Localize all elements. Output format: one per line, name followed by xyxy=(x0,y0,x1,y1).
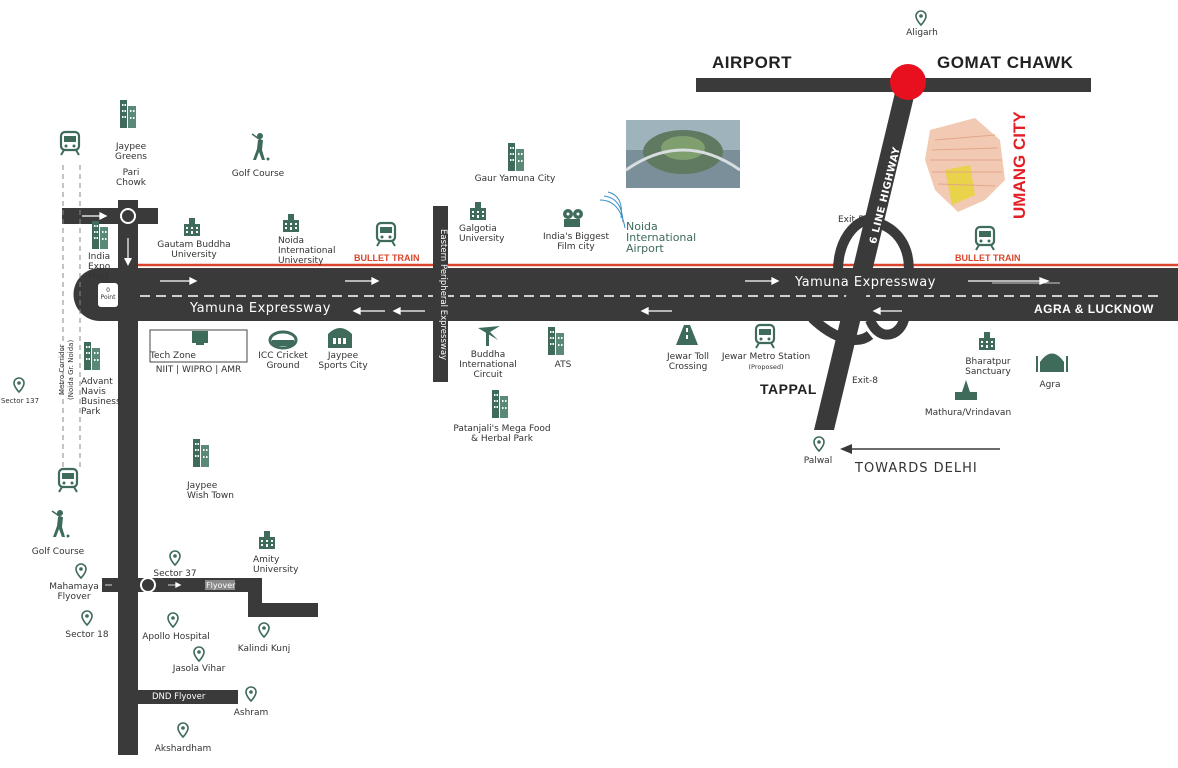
jewar-toll-label: Jewar Toll Crossing xyxy=(666,352,710,372)
airport-photo xyxy=(625,120,741,188)
monument-icon xyxy=(1036,353,1068,372)
gautam-buddha-label: Gautam Buddha University xyxy=(157,240,231,260)
exit5-label: Exit-5 xyxy=(837,215,864,225)
university-icon xyxy=(259,531,275,549)
airport-label: AIRPORT xyxy=(712,53,792,72)
pin-icon xyxy=(245,686,257,702)
train-icon xyxy=(375,221,397,248)
project-name: UMANG CITY xyxy=(1010,111,1029,219)
noida-airport-label: Noida International Airport xyxy=(626,220,697,255)
sector37-label: Sector 37 xyxy=(153,569,197,579)
advant-label: Advant Navis Business Park xyxy=(81,377,121,417)
exit8-label: Exit-8 xyxy=(851,376,878,386)
jewar-metro-label: Jewar Metro Station xyxy=(721,352,811,362)
university-icon xyxy=(470,202,486,220)
tappal-label: TAPPAL xyxy=(760,381,817,397)
eastern-peripheral-label: Eastern Peripheral Expressway xyxy=(438,229,448,361)
building-icon xyxy=(193,439,209,467)
pin-icon xyxy=(13,377,25,393)
train-icon xyxy=(57,467,79,494)
agra-lucknow-label: AGRA & LUCKNOW xyxy=(1034,302,1154,316)
patanjali-label: Patanjali's Mega Food & Herbal Park xyxy=(453,424,551,444)
buddha-circuit-label: Buddha International Circuit xyxy=(459,350,517,380)
pin-icon xyxy=(169,550,181,566)
ats-label: ATS xyxy=(554,360,572,370)
train-icon xyxy=(974,225,996,252)
jewar-metro-sub-label: (Proposed) xyxy=(748,363,784,371)
sector18-label: Sector 18 xyxy=(65,630,109,640)
gomat-chawk-label: GOMAT CHAWK xyxy=(937,53,1074,72)
bullet-train-label-left: BULLET TRAIN xyxy=(354,253,420,263)
train-icon xyxy=(59,130,81,157)
icc-label: ICC Cricket Ground xyxy=(258,351,308,371)
towards-delhi-label: TOWARDS DELHI xyxy=(855,461,978,476)
gaur-yamuna-label: Gaur Yamuna City xyxy=(474,174,556,184)
monument-icon xyxy=(955,380,977,400)
jaypee-greens-label: Jaypee Greens xyxy=(115,142,147,162)
akshardham-label: Akshardham xyxy=(154,744,212,754)
university-icon xyxy=(283,214,299,232)
tech-zone-label: Tech Zone xyxy=(150,351,196,361)
palwal-label: Palwal xyxy=(803,456,833,466)
sector137-label: Sector 137 xyxy=(0,397,40,405)
bharatpur-label: Bharatpur Sanctuary xyxy=(965,357,1011,377)
building-icon xyxy=(508,143,524,171)
tech-zone-sub-label: NIIT | WIPRO | AMR xyxy=(155,365,242,375)
pin-icon xyxy=(915,10,927,26)
building-icon xyxy=(120,100,136,128)
stadium-icon xyxy=(268,330,298,350)
film-city-label: India's Biggest Film city xyxy=(543,232,609,252)
golf-course-top-label: Golf Course xyxy=(231,169,285,179)
mathura-label: Mathura/Vrindavan xyxy=(924,408,1012,418)
bullet-train-label-right: BULLET TRAIN xyxy=(955,253,1021,263)
film-icon xyxy=(563,209,583,227)
pari-chowk-label: Pari Chowk xyxy=(115,168,147,188)
amity-label: Amity University xyxy=(253,555,299,575)
university-icon xyxy=(184,218,200,236)
circuit-icon xyxy=(478,326,500,346)
dnd-flyover-label: DND Flyover xyxy=(152,692,206,702)
apollo-label: Apollo Hospital xyxy=(142,632,210,642)
golf-course-left-label: Golf Course xyxy=(31,547,85,557)
flyover-label: Flyover xyxy=(206,581,236,590)
pin-icon xyxy=(177,722,189,738)
stadium-icon xyxy=(328,328,352,348)
noida-intl-univ-label: Noida International University xyxy=(278,236,336,266)
pin-icon xyxy=(193,646,205,662)
jaypee-wish-label: Jaypee Wish Town xyxy=(187,481,234,501)
project-site-plan xyxy=(925,118,1005,212)
zero-point-label: 0 Point xyxy=(100,287,116,301)
plane-icon xyxy=(599,191,626,229)
university-icon xyxy=(979,332,995,350)
pin-icon xyxy=(81,610,93,626)
pin-icon xyxy=(258,622,270,638)
pin-icon xyxy=(167,612,179,628)
golf-icon xyxy=(51,509,71,539)
jasola-label: Jasola Vihar xyxy=(172,664,226,674)
building-icon xyxy=(492,390,508,418)
india-expo-label: India Expo Mart xyxy=(88,252,111,282)
kalindi-label: Kalindi Kunj xyxy=(237,644,291,654)
building-icon xyxy=(92,221,108,249)
pin-icon xyxy=(75,563,87,579)
ashram-label: Ashram xyxy=(233,708,269,718)
mahamaya-label: Mahamaya Flyover xyxy=(49,582,99,602)
pin-icon xyxy=(813,436,825,452)
galgotia-label: Galgotia University xyxy=(459,224,505,244)
jaypee-sports-label: Jaypee Sports City xyxy=(318,351,368,371)
agra-label: Agra xyxy=(1039,380,1061,390)
yamuna-label-right: Yamuna Expressway xyxy=(795,275,936,290)
yamuna-label-left: Yamuna Expressway xyxy=(190,301,331,316)
golf-icon xyxy=(251,132,271,162)
building-icon xyxy=(548,327,564,355)
toll-icon xyxy=(676,325,698,345)
train-icon xyxy=(754,323,776,350)
aligarh-label: Aligarh xyxy=(906,28,938,38)
tech-zone-box xyxy=(149,329,248,363)
